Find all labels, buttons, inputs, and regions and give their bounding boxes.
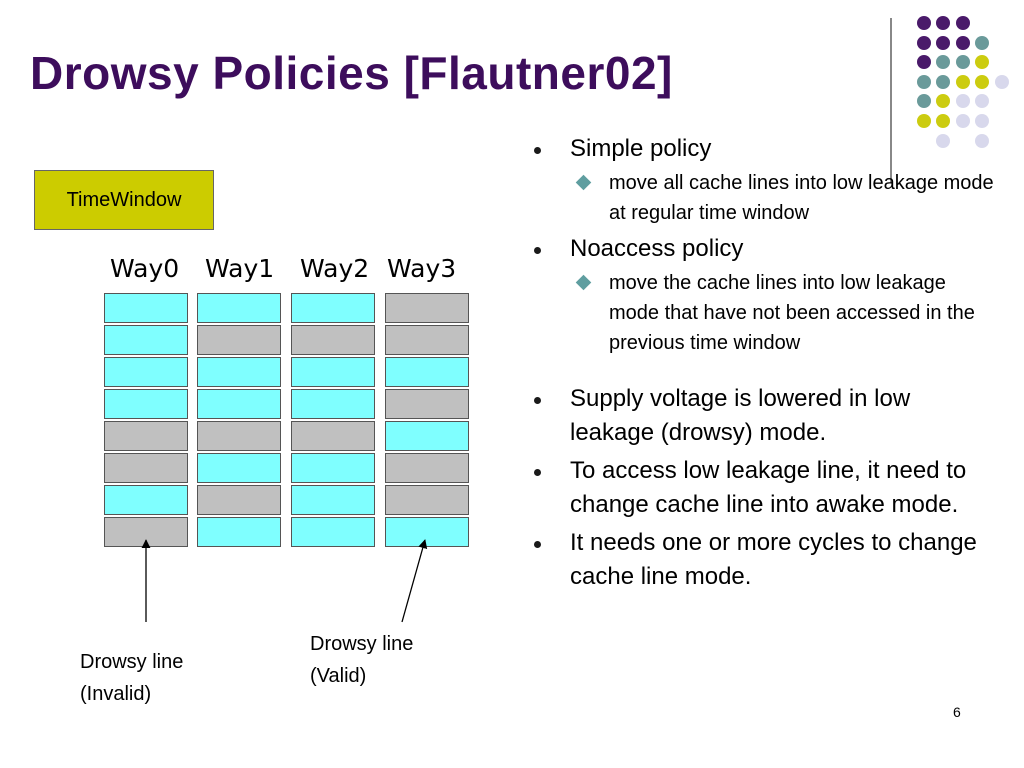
decor-dot	[955, 114, 970, 128]
cache-line-awake	[291, 517, 375, 547]
decor-dot	[955, 74, 970, 89]
decor-dot	[936, 16, 951, 30]
cache-line-awake	[291, 453, 375, 483]
cache-line-awake	[104, 485, 188, 515]
decor-dot	[975, 74, 990, 89]
cache-line-awake	[197, 389, 281, 419]
decor-dot	[936, 114, 951, 128]
decor-dot	[916, 16, 931, 30]
cache-line-awake	[197, 517, 281, 547]
decor-dot	[975, 94, 990, 109]
decor-dot	[955, 35, 970, 50]
bullet-dot-icon	[534, 541, 541, 548]
cache-line-drowsy	[385, 293, 469, 323]
cache-line-drowsy	[291, 421, 375, 451]
cache-way-1	[197, 293, 281, 549]
bullet-simple-policy: Simple policy	[528, 132, 998, 166]
decorative-divider	[890, 18, 892, 183]
decor-dot	[936, 133, 951, 148]
callout-valid: Drowsy line (Valid)	[310, 628, 413, 692]
page-number: 6	[953, 704, 961, 720]
decor-dot	[975, 114, 990, 128]
decor-dot	[936, 55, 951, 70]
valid-arrow	[401, 539, 428, 623]
cache-line-drowsy	[104, 421, 188, 451]
cache-line-awake	[385, 421, 469, 451]
diamond-bullet-icon	[575, 174, 592, 191]
bullet-dot-icon	[534, 147, 541, 154]
callout-invalid-line1: Drowsy line	[80, 651, 184, 673]
cache-line-awake	[291, 357, 375, 387]
bullet-dot-icon	[534, 397, 541, 404]
decor-dot	[936, 74, 951, 89]
way-label-3: Way3	[387, 254, 457, 283]
way-label-1: Way1	[205, 254, 275, 283]
way-label-2: Way2	[300, 254, 370, 283]
decor-dot	[916, 114, 931, 128]
cache-line-awake	[385, 357, 469, 387]
cache-line-awake	[104, 357, 188, 387]
cache-line-awake	[197, 293, 281, 323]
cache-line-awake	[291, 485, 375, 515]
decor-dot	[955, 16, 970, 30]
sub-bullet-simple-policy: move all cache lines into low leakage mo…	[528, 168, 998, 228]
slide-title: Drowsy Policies [Flautner02]	[30, 47, 673, 99]
bullet-access-awake: To access low leakage line, it need to c…	[528, 454, 998, 522]
bullet-supply-voltage: Supply voltage is lowered in low leakage…	[528, 382, 998, 450]
cache-line-drowsy	[197, 325, 281, 355]
bullet-dot-icon	[534, 247, 541, 254]
decor-dot	[936, 35, 951, 50]
decor-dot	[955, 94, 970, 109]
cache-line-drowsy	[104, 453, 188, 483]
cache-line-awake	[291, 389, 375, 419]
decor-dot	[955, 55, 970, 70]
cache-line-drowsy	[197, 421, 281, 451]
decor-dot	[936, 94, 951, 109]
bullet-dot-icon	[534, 469, 541, 476]
cache-line-drowsy	[385, 325, 469, 355]
cache-line-drowsy	[385, 389, 469, 419]
cache-line-awake	[197, 357, 281, 387]
decor-dot	[975, 55, 990, 70]
sub-bullet-noaccess-policy: move the cache lines into low leakage mo…	[528, 268, 998, 358]
bullet-noaccess-policy: Noaccess policy	[528, 232, 998, 266]
decor-dot	[916, 35, 931, 50]
cache-line-drowsy	[197, 485, 281, 515]
cache-line-awake	[291, 293, 375, 323]
cache-line-awake	[104, 293, 188, 323]
timewindow-box: TimeWindow	[34, 170, 214, 230]
decor-dot	[916, 94, 931, 109]
decor-dot	[916, 74, 931, 89]
bullet-list: Simple policy move all cache lines into …	[528, 132, 998, 594]
decor-dot	[995, 74, 1009, 89]
cache-line-drowsy	[385, 453, 469, 483]
callout-valid-line1: Drowsy line	[310, 633, 414, 655]
timewindow-label: TimeWindow	[66, 188, 182, 211]
cache-way-2	[291, 293, 375, 549]
diamond-bullet-icon	[575, 274, 592, 291]
way-label-0: Way0	[110, 254, 180, 283]
decor-dot	[975, 35, 990, 50]
cache-line-awake	[104, 389, 188, 419]
cache-way-3	[385, 293, 469, 549]
cache-way-0	[104, 293, 188, 549]
cache-line-awake	[197, 453, 281, 483]
callout-valid-line2: (Valid)	[310, 665, 367, 687]
cache-line-awake	[104, 325, 188, 355]
callout-invalid: Drowsy line (Invalid)	[80, 646, 183, 710]
cache-line-drowsy	[291, 325, 375, 355]
cache-line-drowsy	[385, 485, 469, 515]
callout-invalid-line2: (Invalid)	[80, 683, 152, 705]
bullet-cycles: It needs one or more cycles to change ca…	[528, 526, 998, 594]
decor-dot	[916, 55, 931, 70]
decor-dot	[975, 133, 990, 148]
